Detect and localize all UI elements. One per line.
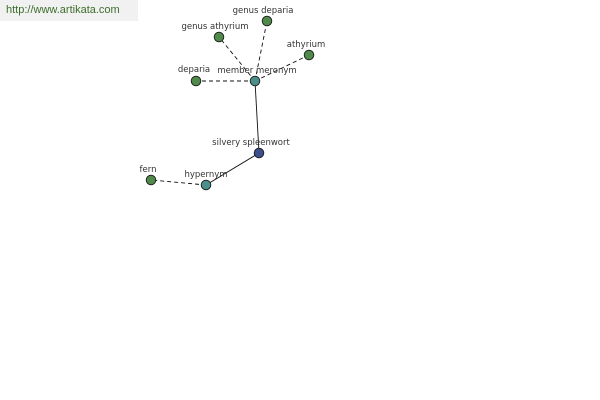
node-label-genus-deparia: genus deparia (233, 6, 294, 16)
relation-node-member-meronym[interactable] (249, 75, 261, 87)
node-deparia[interactable] (190, 75, 202, 87)
node-label-fern: fern (140, 165, 157, 175)
node-athyrium[interactable] (303, 49, 315, 61)
node-label-deparia: deparia (178, 65, 210, 75)
node-genus-deparia[interactable] (261, 15, 273, 27)
node-label-athyrium: athyrium (287, 40, 325, 50)
edge-member-meronym-to-genus-athyrium (218, 36, 256, 82)
node-fern[interactable] (145, 174, 157, 186)
node-silvery-spleenwort[interactable] (253, 147, 265, 159)
edge-member-meronym-to-genus-deparia (254, 20, 268, 82)
relation-label-member-meronym: member meronym (217, 66, 296, 76)
relation-label-hypernym: hypernym (184, 170, 227, 180)
edge-hypernym-to-fern (150, 179, 207, 186)
edge-center-to-hypernym (205, 152, 260, 186)
node-label-genus-athyrium: genus athyrium (181, 22, 248, 32)
watermark-url: http://www.artikata.com (6, 4, 120, 16)
relation-node-hypernym[interactable] (200, 179, 212, 191)
node-genus-athyrium[interactable] (213, 31, 225, 43)
edge-member-meronym-to-athyrium (254, 54, 310, 82)
edge-center-to-member-meronym (254, 80, 260, 154)
node-label-silvery-spleenwort: silvery spleenwort (212, 138, 290, 148)
site-watermark: http://www.artikata.com (0, 0, 138, 21)
